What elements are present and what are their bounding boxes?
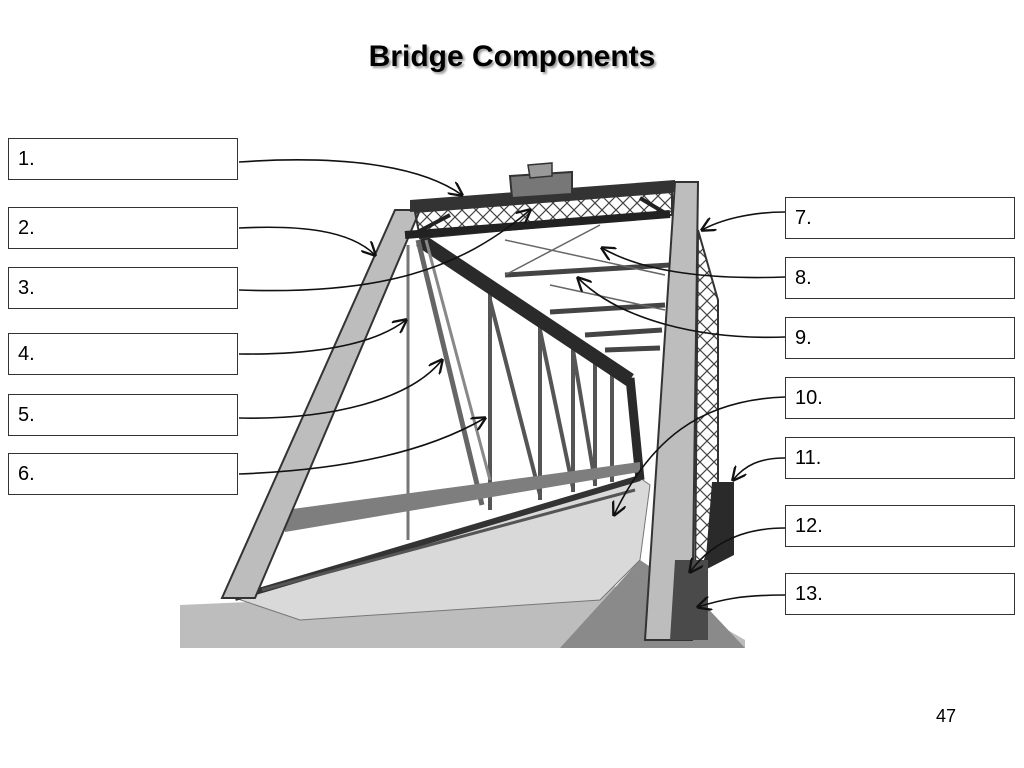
label-box-5[interactable]: 5. xyxy=(8,394,238,436)
near-end-post xyxy=(220,209,422,599)
portal-lower-chord xyxy=(404,210,671,239)
label-box-8[interactable]: 8. xyxy=(785,257,1015,299)
label-box-11[interactable]: 11. xyxy=(785,437,1015,479)
bearing-block xyxy=(705,482,734,570)
label-box-10[interactable]: 10. xyxy=(785,377,1015,419)
label-box-2[interactable]: 2. xyxy=(8,207,238,249)
sway-bracing xyxy=(504,224,666,311)
page-number: 47 xyxy=(936,706,957,726)
label-box-3[interactable]: 3. xyxy=(8,267,238,309)
railing xyxy=(285,462,640,532)
label-box-7[interactable]: 7. xyxy=(785,197,1015,239)
abutment xyxy=(670,560,708,640)
far-truss xyxy=(488,285,614,510)
label-box-4[interactable]: 4. xyxy=(8,333,238,375)
near-diagonal-2 xyxy=(424,239,492,481)
top-struts xyxy=(504,262,671,353)
leader-arrows xyxy=(238,159,786,607)
label-box-13[interactable]: 13. xyxy=(785,573,1015,615)
near-diagonal xyxy=(415,239,485,506)
label-box-9[interactable]: 9. xyxy=(785,317,1015,359)
builder-plate-cap xyxy=(527,162,553,179)
label-box-1[interactable]: 1. xyxy=(8,138,238,180)
label-box-6[interactable]: 6. xyxy=(8,453,238,495)
label-box-12[interactable]: 12. xyxy=(785,505,1015,547)
far-top-chord xyxy=(416,234,634,386)
deck-stringer xyxy=(261,488,636,592)
slide-title: Bridge Components xyxy=(368,40,656,73)
portal-knee-brace xyxy=(409,196,672,238)
